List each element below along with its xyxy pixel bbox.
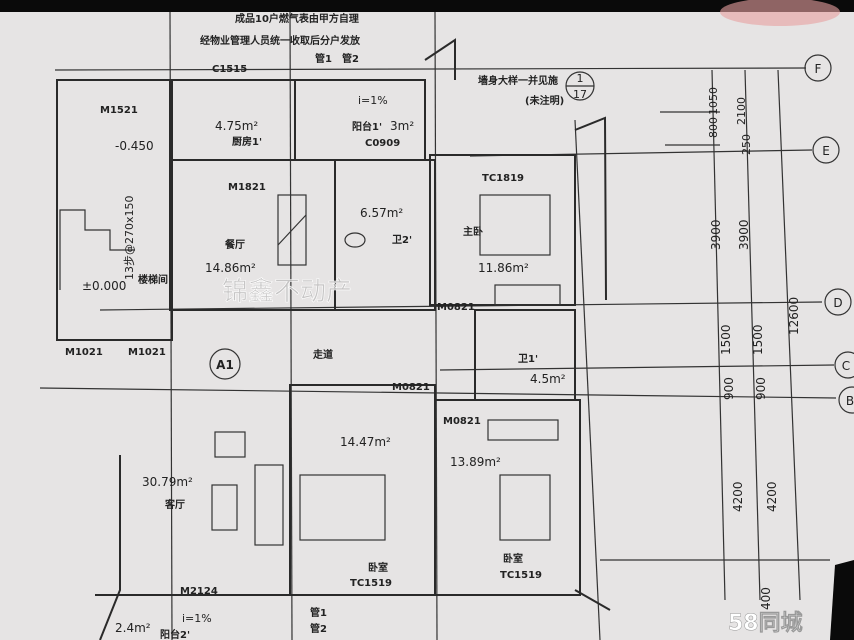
axis-bubble-d: D <box>824 288 852 316</box>
unit-tag-a1: A1 <box>209 348 241 380</box>
gas-note-1: 成品10户燃气表由甲方自理 <box>235 12 359 25</box>
door-m0821-b: M0821 <box>392 382 430 393</box>
window-c1515: C1515 <box>212 64 247 75</box>
red-stain <box>720 0 840 26</box>
pipe-2-bottom: 管2 <box>310 622 327 635</box>
furniture <box>211 194 561 546</box>
dining-area: 14.86m² <box>205 261 256 275</box>
door-m1021-a: M1021 <box>65 347 103 358</box>
bedroom-b-area: 13.89m² <box>450 455 501 469</box>
svg-text:E: E <box>822 144 830 158</box>
pipe-1-bottom: 管1 <box>310 606 327 619</box>
watermark: 锦鑫不动产 <box>222 277 352 307</box>
bedroom-a-area: 14.47m² <box>340 435 391 449</box>
bath1-area: 4.5m² <box>530 372 566 386</box>
axis-bubble-c: C <box>834 351 854 379</box>
door-m0821-a: M0821 <box>437 302 475 313</box>
dim-4200-b: 4200 <box>765 481 779 512</box>
window-tc1519-a: TC1519 <box>350 578 392 589</box>
dim-3900-a: 3900 <box>709 219 723 250</box>
stair-level: ±0.000 <box>82 279 126 293</box>
entry-level: -0.450 <box>115 139 154 153</box>
bedroom-b-name: 卧室 <box>503 552 523 565</box>
axis-bubble-f: F <box>804 54 832 82</box>
master-area: 11.86m² <box>478 261 529 275</box>
dim-400: 400 <box>759 587 773 610</box>
balcony2-slope: i=1% <box>182 612 212 625</box>
site-logo: 58同城 <box>728 610 803 636</box>
stair-steps: 13步@270x150 <box>123 196 136 281</box>
living-name: 客厅 <box>164 498 185 511</box>
door-m1821: M1821 <box>228 182 266 193</box>
dim-3900-b: 3900 <box>737 219 751 250</box>
dim-1500-b: 1500 <box>751 324 765 355</box>
bottom-right-dark-corner <box>830 560 854 640</box>
bath2-area: 6.57m² <box>360 206 403 220</box>
dim-4200-a: 4200 <box>731 481 745 512</box>
svg-text:B: B <box>846 394 854 408</box>
window-tc1519-b: TC1519 <box>500 570 542 581</box>
axis-bubble-b: B <box>838 386 854 414</box>
door-m1521: M1521 <box>100 105 138 116</box>
dim-2100: 2100 <box>735 97 748 125</box>
balcony2-area: 2.4m² <box>115 621 151 635</box>
bath1-name: 卫1' <box>518 353 538 365</box>
balcony2-name: 阳台2' <box>160 628 190 640</box>
svg-text:C: C <box>842 359 850 373</box>
dim-900-a: 900 <box>722 377 736 400</box>
svg-text:A1: A1 <box>216 358 234 372</box>
master-name: 主卧 <box>463 225 483 238</box>
dim-900-b: 900 <box>754 377 768 400</box>
kitchen-name: 厨房1' <box>232 135 262 148</box>
svg-text:17: 17 <box>573 88 587 101</box>
svg-text:1: 1 <box>577 72 584 85</box>
dim-1500-a: 1500 <box>719 324 733 355</box>
dim-1050: 1050 <box>707 87 720 115</box>
dimension-lines <box>600 69 830 601</box>
kitchen-area: 4.75m² <box>215 119 258 133</box>
svg-text:F: F <box>815 62 822 76</box>
dim-800: 800 <box>707 117 720 138</box>
gas-note-2: 经物业管理人员统一收取后分户发放 <box>200 34 361 47</box>
bath2-name: 卫2' <box>392 234 412 246</box>
svg-text:D: D <box>833 296 842 310</box>
pipe-2-label: 管2 <box>342 52 359 65</box>
dim-12600: 12600 <box>787 297 801 335</box>
top-black-band <box>0 0 854 12</box>
dining-name: 餐厅 <box>224 238 245 251</box>
bedroom-a-name: 卧室 <box>368 561 388 574</box>
pipe-1-label: 管1 <box>315 52 332 65</box>
axis-bubble-e: E <box>812 136 840 164</box>
dim-250: 250 <box>740 134 753 155</box>
stair-name: 楼梯间 <box>138 273 168 286</box>
detail-reference: 1 17 <box>565 71 595 101</box>
door-m2124: M2124 <box>180 586 218 597</box>
balcony1-slope: i=1% <box>358 94 388 107</box>
living-area: 30.79m² <box>142 475 193 489</box>
window-c0909: C0909 <box>365 138 400 149</box>
wall-detail-sub: (未注明) <box>525 94 564 107</box>
walls <box>56 38 611 640</box>
corridor-name: 走道 <box>312 348 333 361</box>
wall-detail-note: 墙身大样一并见施 <box>478 74 558 87</box>
door-m0821-c: M0821 <box>443 416 481 427</box>
window-tc1819: TC1819 <box>482 173 524 184</box>
balcony1-name: 阳台1' <box>352 120 382 133</box>
balcony1-area: 3m² <box>390 119 414 133</box>
door-m1021-b: M1021 <box>128 347 166 358</box>
